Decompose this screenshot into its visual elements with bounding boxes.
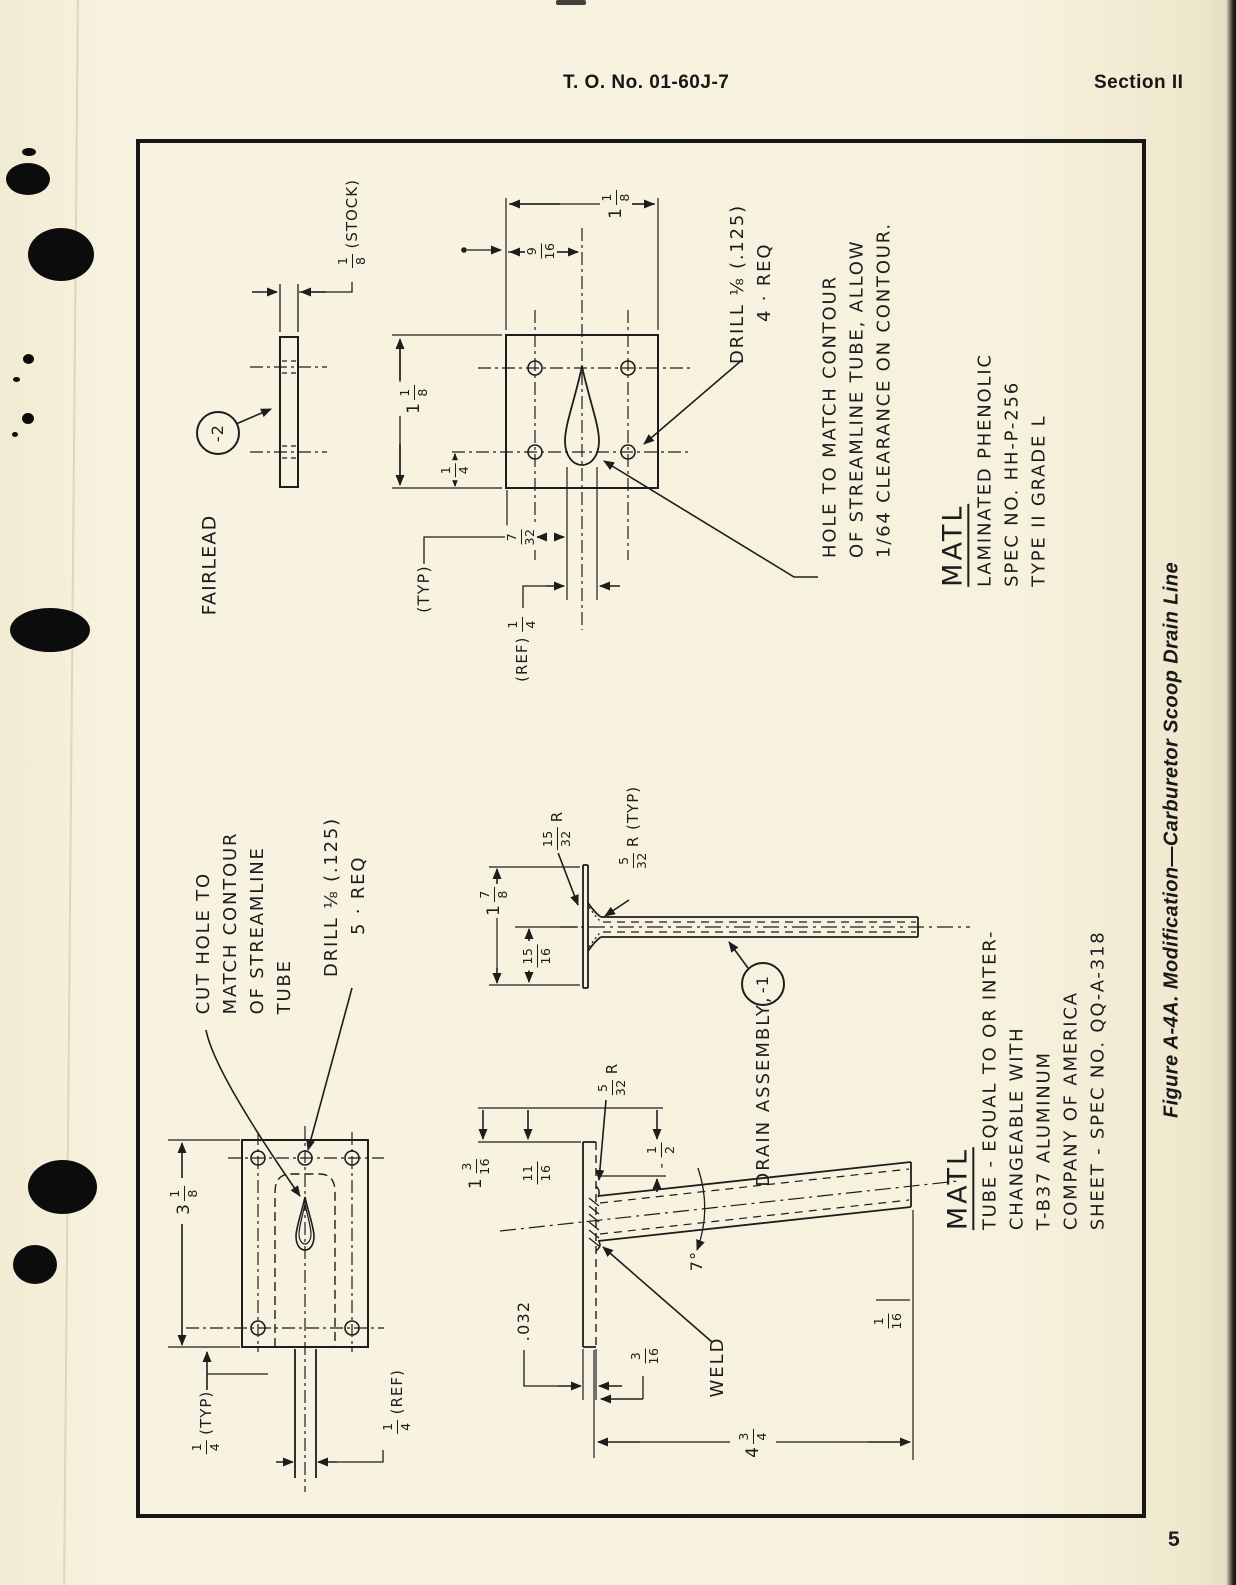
hole-punch-mark [28,1160,97,1214]
fairlead-side-view [197,282,352,487]
material-title: MATL [942,1146,975,1231]
detail-1-callout: -1 [753,974,773,994]
detail-2-callout: -2 [208,423,228,443]
drain-assembly-view [489,850,970,1005]
hole-punch-mark [13,1245,57,1284]
material-note-tube: MATL TUBE - EQUAL TO OR INTER-CHANGEABLE… [942,929,1109,1231]
ink-speck [22,413,34,424]
weld-label: WELD [707,1336,729,1398]
typ-note: (TYP) [414,565,434,613]
hole-punch-mark [10,608,90,652]
figure-border [136,139,1146,1518]
section-label: Section II [1094,72,1184,93]
material-title: MATL [937,503,970,587]
hole-punch-mark [28,228,94,281]
fairlead-label: FAIRLEAD [198,514,221,616]
drill-note-4req: DRILL ⅛ (.125)4 · REQ [727,204,775,364]
fairlead-plate-view [168,988,384,1492]
scan-mark [556,0,586,5]
figure-caption: Figure A-4A. Modification—Carburetor Sco… [1160,561,1183,1119]
hole-punch-mark [6,163,50,195]
drain-assembly-label: DRAIN ASSEMBLY, [753,995,775,1187]
hole-punch-mark [22,148,36,156]
page-number: 5 [1168,1528,1180,1551]
angle-7-deg: 7° [687,1250,707,1272]
drill-note-5req: DRILL ⅛ (.125)5 · REQ [321,817,369,977]
thickness-032: .032 [514,1300,534,1342]
ink-speck [23,354,34,364]
scan-edge-shadow [1226,0,1236,1585]
ink-speck [12,432,18,437]
doc-number: T. O. No. 01-60J-7 [563,72,730,93]
weld-detail-view [478,1100,958,1460]
ink-speck [13,377,20,382]
